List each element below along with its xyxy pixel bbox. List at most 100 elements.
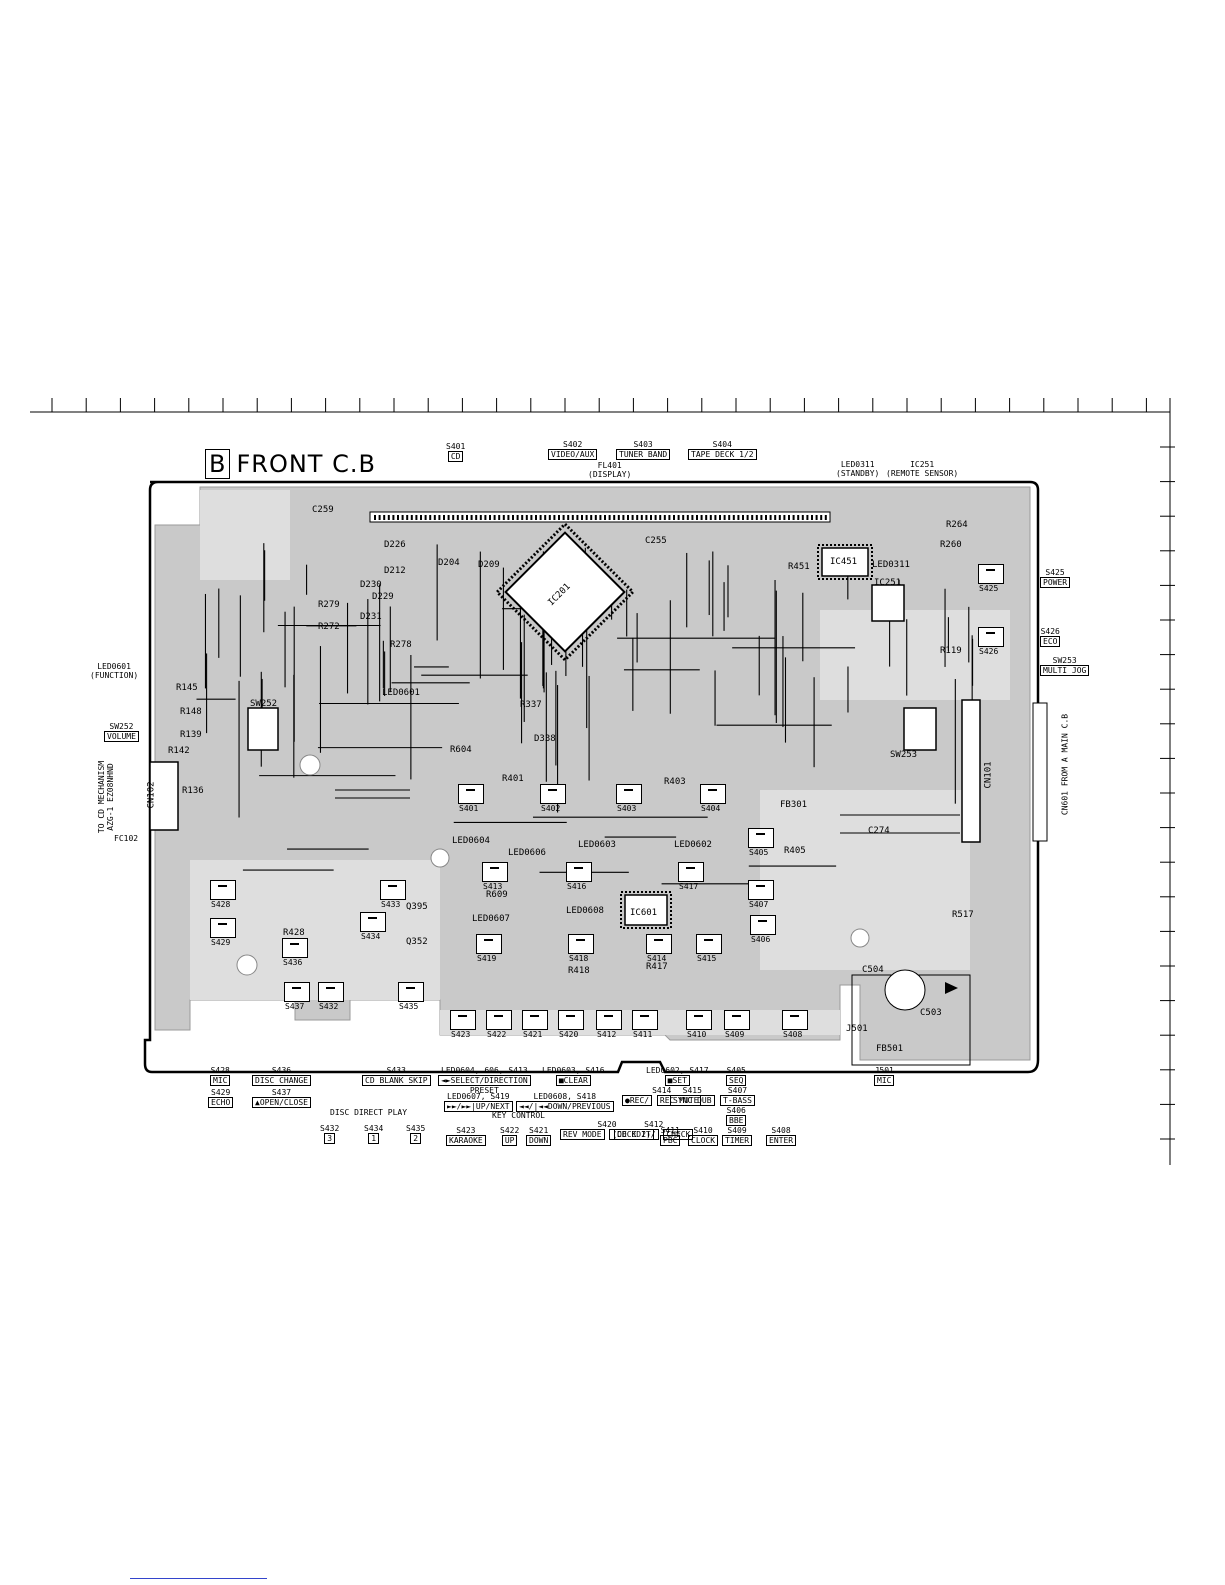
part-r517: R517 [952, 910, 974, 920]
board-switch-label: S434 [361, 932, 381, 941]
board-switch-label: S405 [749, 848, 769, 857]
key-control-heading: KEY CONTROL [492, 1111, 545, 1120]
board-switch-label: S412 [597, 1030, 617, 1039]
board-switch-label: S408 [783, 1030, 803, 1039]
part-r260: R260 [940, 540, 962, 550]
label-ic251: IC251 (REMOTE SENSOR) [886, 460, 958, 478]
label-s432: S432 3 [320, 1124, 339, 1144]
sw253-name: SW253 [1052, 656, 1077, 665]
part-d231: D231 [360, 612, 382, 622]
label-s426: S426 ECO [1040, 627, 1061, 647]
label-s429: S429 ECHO [208, 1088, 234, 1108]
board-switch-label: S407 [749, 900, 769, 909]
board-switch-s402 [540, 784, 566, 804]
s420-func: REV MODE [560, 1129, 605, 1140]
s425-name: S425 [1045, 568, 1065, 577]
board-switch-label: S428 [211, 900, 231, 909]
part-r139: R139 [180, 730, 202, 740]
part-c504: C504 [862, 965, 884, 975]
s411-func: PBC [660, 1135, 681, 1146]
board-switch-label: S432 [319, 1002, 339, 1011]
label-s406: S406 BBE [726, 1106, 747, 1126]
part-c274: C274 [868, 826, 890, 836]
led0607-func: ►►/►►|UP/NEXT [444, 1101, 513, 1112]
label-s403: S403 TUNER BAND [616, 440, 671, 460]
part-r417: R417 [646, 962, 668, 972]
s410-func: CLOCK [688, 1135, 719, 1146]
s428-func: MIC [210, 1075, 231, 1086]
s402-func: VIDEO/AUX [548, 449, 598, 460]
s436-func: DISC CHANGE [252, 1075, 311, 1086]
part-r403: R403 [664, 777, 686, 787]
label-led0602: LED0602, S417 ■SET [646, 1066, 709, 1086]
ic251-name: IC251 [910, 460, 935, 469]
label-s401: S401 CD [446, 442, 465, 462]
board-switch-s412 [596, 1010, 622, 1030]
s420-name: S420 [597, 1120, 617, 1129]
s437-name: S437 [271, 1088, 292, 1097]
part-led0603: LED0603 [578, 840, 616, 850]
part-r604: R604 [450, 745, 472, 755]
part-r451: R451 [788, 562, 810, 572]
label-s408: S408 ENTER [766, 1126, 797, 1146]
label-cn601: CN601 FROM A MAIN C.B [1061, 710, 1070, 820]
part-d212: D212 [384, 566, 406, 576]
s421-func: DOWN [526, 1135, 552, 1146]
board-switch-label: S422 [487, 1030, 507, 1039]
s421-name: S421 [529, 1126, 549, 1135]
label-s428: S428 MIC [210, 1066, 231, 1086]
part-r279: R279 [318, 600, 340, 610]
s401-name: S401 [446, 442, 466, 451]
part-c255: C255 [645, 536, 667, 546]
board-switch-s426 [978, 627, 1004, 647]
board-switch-label: S423 [451, 1030, 471, 1039]
s436-name: S436 [271, 1066, 292, 1075]
j501-name: J501 [874, 1066, 894, 1075]
s414-name: S414 [652, 1086, 672, 1095]
board-switch-s421 [522, 1010, 548, 1030]
part-r142: R142 [168, 746, 190, 756]
s432-name: S432 [320, 1124, 340, 1133]
s407-func: T-BASS [720, 1095, 755, 1106]
s406-func: BBE [726, 1115, 747, 1126]
s423-func: KARAOKE [446, 1135, 486, 1146]
board-switch-s414 [646, 934, 672, 954]
led0603-name: LED0603, S416 [542, 1066, 605, 1075]
fc102-name: FC102 [114, 834, 139, 843]
part-led0602: LED0602 [674, 840, 712, 850]
board-switch-label: S421 [523, 1030, 543, 1039]
label-s402: S402 VIDEO/AUX [548, 440, 598, 460]
board-switch-s434 [360, 912, 386, 932]
s429-name: S429 [211, 1088, 231, 1097]
part-fb301: FB301 [780, 800, 808, 810]
led0604-func2: PRESET [469, 1086, 499, 1095]
s401-func: CD [447, 451, 464, 462]
label-s437: S437 ▲OPEN/CLOSE [252, 1088, 311, 1108]
label-s411: S411 PBC [660, 1126, 681, 1146]
s406-name: S406 [726, 1106, 746, 1115]
label-s415: S415 SYNC DUB [670, 1086, 715, 1106]
s409-func: TIMER [722, 1135, 753, 1146]
label-sw253: SW253 MULTI JOG [1040, 656, 1090, 676]
s403-name: S403 [633, 440, 653, 449]
s423-name: S423 [456, 1126, 476, 1135]
part-d338: D338 [534, 734, 556, 744]
part-q352: Q352 [406, 937, 428, 947]
label-sw252: SW252 VOLUME [104, 722, 139, 742]
led0601-func: (FUNCTION) [90, 671, 139, 680]
part-cn102: CN102 [146, 781, 157, 809]
part-c503: C503 [920, 1008, 942, 1018]
board-switch-label: S410 [687, 1030, 707, 1039]
s410-name: S410 [693, 1126, 713, 1135]
part-cn101: CN101 [983, 761, 994, 789]
label-s435: S435 2 [406, 1124, 425, 1144]
board-switch-label: S417 [679, 882, 699, 891]
s411-name: S411 [660, 1126, 680, 1135]
s402-name: S402 [563, 440, 583, 449]
part-r337: R337 [520, 700, 542, 710]
part-d230: D230 [360, 580, 382, 590]
fl401-name: FL401 [597, 461, 622, 470]
board-switch-label: S403 [617, 804, 637, 813]
led0311-name: LED0311 [840, 460, 875, 469]
